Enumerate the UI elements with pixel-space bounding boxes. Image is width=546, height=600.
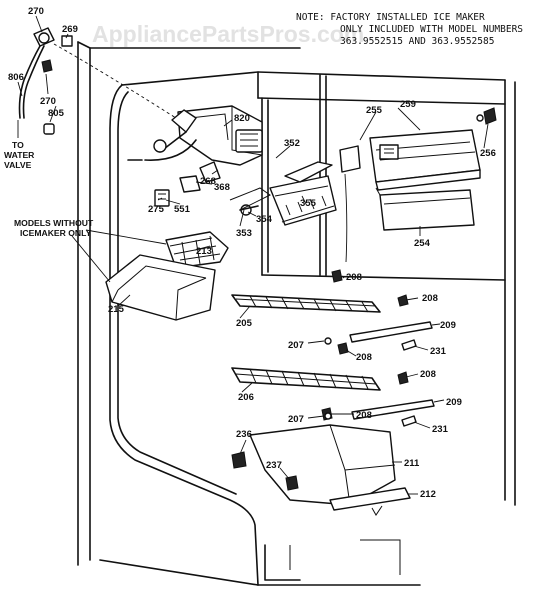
part-label-211: 211 [404, 458, 420, 469]
part-label-270-lower: 270 [40, 96, 56, 107]
watermark: AppliancePartsPros.com [92, 21, 364, 47]
water-valve-line-2: WATER [4, 150, 35, 160]
freezer-cabinet [77, 41, 516, 586]
part-label-205: 205 [236, 318, 253, 329]
part-label-207-b: 207 [288, 414, 304, 425]
note-line-3: 363.9552515 AND 363.9552585 [340, 36, 494, 47]
part-label-805: 805 [48, 108, 65, 119]
part-label-236: 236 [236, 429, 252, 440]
part-label-275: 275 [148, 204, 165, 215]
part-label-212: 212 [420, 489, 436, 500]
wire-shelf-lower [231, 367, 381, 391]
part-label-270: 270 [28, 6, 44, 17]
callout-line-2: ICEMAKER ONLY [20, 228, 92, 238]
leader-lines [17, 15, 489, 495]
door-shelf-assembly [339, 107, 497, 231]
part-label-208-b: 208 [422, 293, 438, 304]
part-label-368: 368 [214, 182, 230, 193]
part-label-237: 237 [266, 460, 282, 471]
part-label-208-a: 208 [346, 272, 362, 283]
callout-line-1: MODELS WITHOUT [14, 218, 94, 228]
water-line [18, 27, 177, 135]
part-label-231-a: 231 [430, 346, 447, 357]
part-label-254: 254 [414, 238, 431, 249]
freezer-basket [249, 424, 411, 516]
part-label-208-d: 208 [420, 369, 436, 380]
shelf-supports [321, 269, 417, 427]
part-label-806: 806 [8, 72, 24, 83]
part-label-209-a: 209 [440, 320, 456, 331]
part-label-354: 354 [256, 214, 273, 225]
water-valve-line-3: VALVE [4, 160, 32, 170]
water-valve-label: TO WATER VALVE [4, 120, 35, 170]
part-label-215: 215 [108, 304, 125, 315]
part-label-551: 551 [174, 204, 191, 215]
part-label-231-b: 231 [432, 424, 449, 435]
part-label-206: 206 [238, 392, 254, 403]
part-label-255: 255 [366, 105, 383, 116]
part-label-259: 259 [400, 99, 416, 110]
part-label-213: 213 [196, 246, 212, 257]
part-label-208-e: 208 [356, 410, 372, 421]
shelf-trims [349, 321, 435, 420]
part-label-268: 268 [200, 176, 216, 187]
part-label-820: 820 [234, 113, 250, 124]
part-label-209-b: 209 [446, 397, 462, 408]
part-label-269: 269 [62, 24, 78, 35]
ice-tray-and-bin [105, 231, 229, 321]
no-icemaker-callout: MODELS WITHOUT ICEMAKER ONLY [14, 218, 94, 238]
ice-maker-assembly [127, 105, 337, 226]
note-line-2: ONLY INCLUDED WITH MODEL NUMBERS [340, 24, 523, 35]
water-valve-line-1: TO [12, 140, 24, 150]
part-label-353: 353 [236, 228, 252, 239]
part-label-355: 355 [300, 198, 317, 209]
part-labels: 270 269 806 270 805 820 352 268 368 355 … [8, 6, 496, 500]
part-label-208-c: 208 [356, 352, 372, 363]
part-label-352: 352 [284, 138, 300, 149]
part-label-207-a: 207 [288, 340, 304, 351]
note-line-1: NOTE: FACTORY INSTALLED ICE MAKER [296, 12, 485, 23]
wire-shelf-upper [231, 294, 381, 313]
part-label-256: 256 [480, 148, 496, 159]
note-block: NOTE: FACTORY INSTALLED ICE MAKER ONLY I… [296, 12, 523, 47]
